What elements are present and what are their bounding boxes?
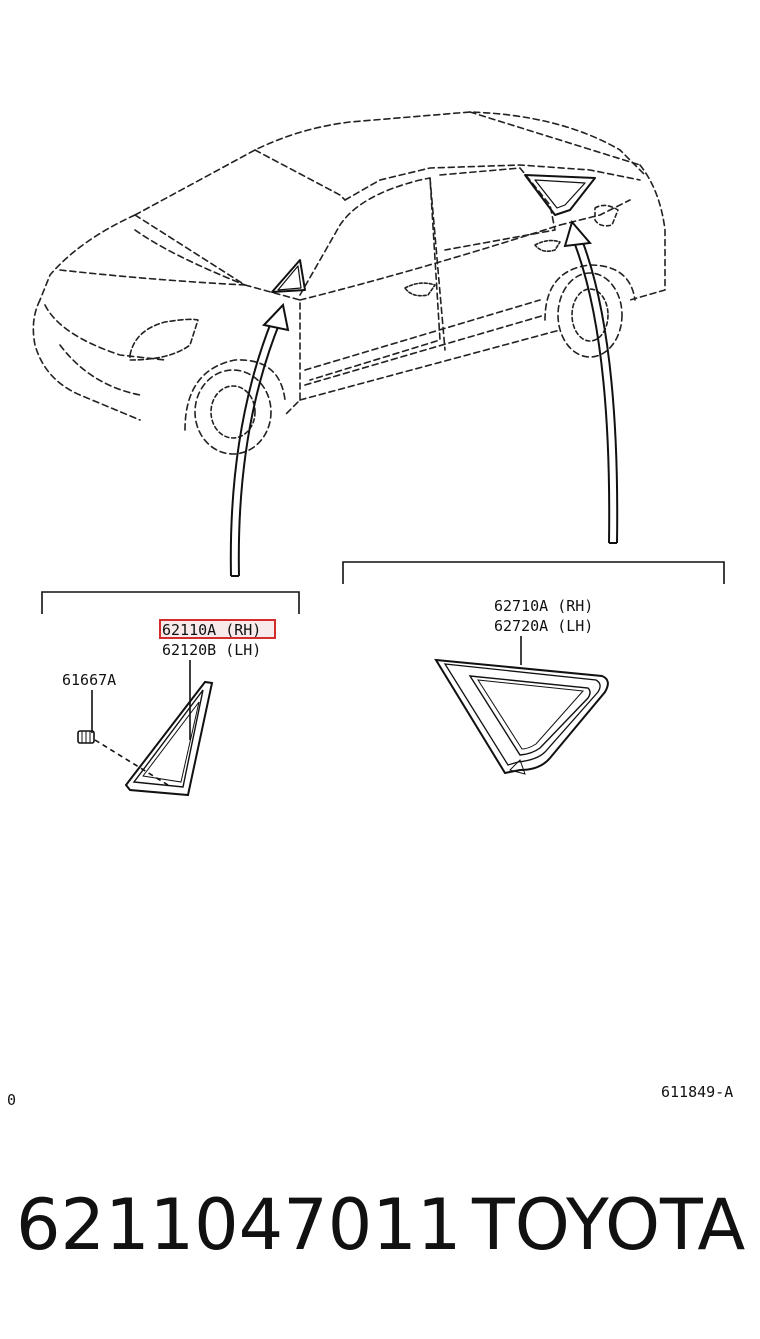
part-number: 6211047011 — [16, 1184, 462, 1266]
label-62720A: 62720A (LH) — [494, 617, 593, 635]
rear-quarter-group — [342, 561, 725, 775]
front-quarter-group — [41, 591, 300, 797]
brand-name: TOYOTA — [472, 1184, 746, 1266]
label-62120B: 62120B (LH) — [162, 641, 261, 659]
label-62110A: 62110A (RH) — [162, 621, 261, 639]
label-62710A: 62710A (RH) — [494, 597, 593, 615]
figure-code: 611849-A — [661, 1083, 733, 1101]
left-marker: 0 — [7, 1091, 16, 1109]
highlight-box — [159, 619, 276, 639]
pointer-arrows — [229, 219, 619, 577]
label-61667A: 61667A — [62, 671, 116, 689]
car-illustration — [32, 111, 666, 455]
